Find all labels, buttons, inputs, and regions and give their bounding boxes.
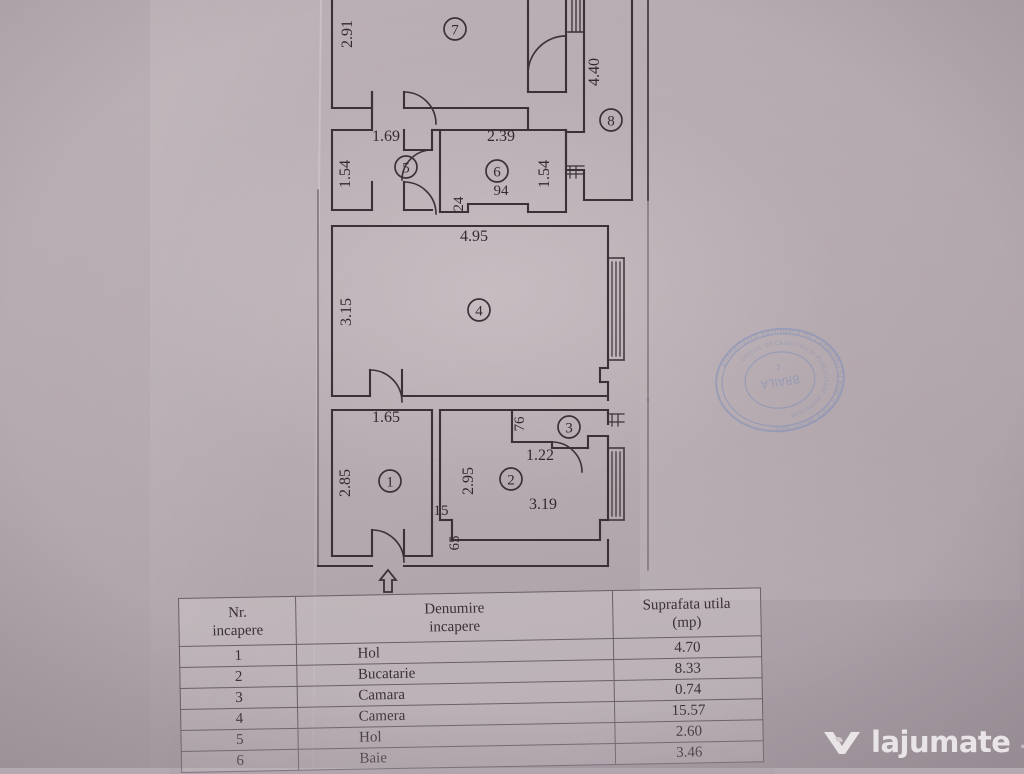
cell-suprafata: 3.46 bbox=[614, 740, 764, 765]
room-number-text: 5 bbox=[402, 161, 410, 177]
cell-nr: 1 bbox=[179, 644, 298, 668]
dimension-label: 1.69 bbox=[372, 128, 400, 145]
room-number-text: 6 bbox=[493, 165, 501, 181]
cell-nr: 5 bbox=[180, 728, 299, 752]
room-badge-8: 8 bbox=[599, 108, 623, 132]
dimension-label: 2.91 bbox=[339, 20, 356, 48]
dimension-label: 2.95 bbox=[460, 467, 477, 495]
room-schedule-table: Nr. incapere Denumire incapere Suprafata… bbox=[178, 587, 766, 773]
lajumate-logo-icon bbox=[824, 732, 860, 754]
room-number-text: 7 bbox=[451, 23, 459, 39]
room-number-text: 1 bbox=[386, 475, 394, 491]
dimension-label: 3.15 bbox=[338, 298, 355, 326]
room-badge-5: 5 bbox=[394, 155, 418, 179]
room-number-text: 2 bbox=[507, 473, 515, 489]
watermark-name: lajumate bbox=[871, 725, 1011, 759]
room-badge-6: 6 bbox=[485, 159, 509, 183]
cell-suprafata: 2.60 bbox=[614, 719, 764, 744]
room-number-text: 4 bbox=[475, 304, 483, 320]
cell-suprafata: 15.57 bbox=[614, 698, 763, 723]
room-badge-7: 7 bbox=[443, 17, 467, 41]
header-denumire: Denumire incapere bbox=[295, 590, 614, 645]
dimension-labels: 2.914.401.691.542.391.5494244.953.151.65… bbox=[337, 20, 603, 551]
cell-nr: 6 bbox=[181, 749, 300, 773]
dimension-label: 15 bbox=[434, 503, 449, 519]
header-suprafata: Suprafata utila (mp) bbox=[612, 587, 762, 639]
room-badge-1: 1 bbox=[378, 469, 402, 493]
cell-suprafata: 0.74 bbox=[613, 677, 763, 702]
cell-suprafata: 4.70 bbox=[613, 635, 762, 660]
dimension-label: 2.39 bbox=[487, 128, 515, 145]
dimension-label: 4.95 bbox=[460, 228, 488, 245]
room-badge-2: 2 bbox=[499, 467, 523, 491]
room-number-badges: 1 2 3 4 5 6 7 8 bbox=[378, 17, 623, 493]
room-badge-3: 3 bbox=[557, 415, 581, 439]
dimension-label: 4.40 bbox=[586, 58, 603, 86]
dimension-label: 1.54 bbox=[337, 160, 354, 188]
site-watermark: lajumate .ro bbox=[822, 722, 1024, 762]
dimension-label: 24 bbox=[451, 196, 467, 212]
room-number-text: 8 bbox=[607, 114, 615, 130]
dimension-label: 1.65 bbox=[372, 409, 400, 426]
plan-walls bbox=[316, 0, 649, 571]
dimension-label: 2.85 bbox=[337, 469, 354, 497]
cell-nr: 3 bbox=[180, 686, 298, 710]
dimension-label: 1.54 bbox=[536, 160, 553, 188]
watermark-tld: .ro bbox=[1019, 732, 1024, 753]
header-nr: Nr. incapere bbox=[178, 596, 297, 647]
room-badge-4: 4 bbox=[467, 298, 491, 322]
cell-nr: 4 bbox=[180, 707, 299, 731]
cell-suprafata: 8.33 bbox=[613, 656, 763, 681]
cell-nr: 2 bbox=[179, 665, 298, 689]
dimension-label: 65 bbox=[447, 536, 463, 551]
entrance-arrow-icon bbox=[378, 568, 398, 593]
dimension-label: 76 bbox=[512, 416, 528, 432]
dimension-label: 3.19 bbox=[529, 496, 557, 513]
dimension-label: 1.22 bbox=[526, 447, 554, 464]
dimension-label: 94 bbox=[494, 183, 510, 199]
room-number-text: 3 bbox=[565, 421, 573, 437]
